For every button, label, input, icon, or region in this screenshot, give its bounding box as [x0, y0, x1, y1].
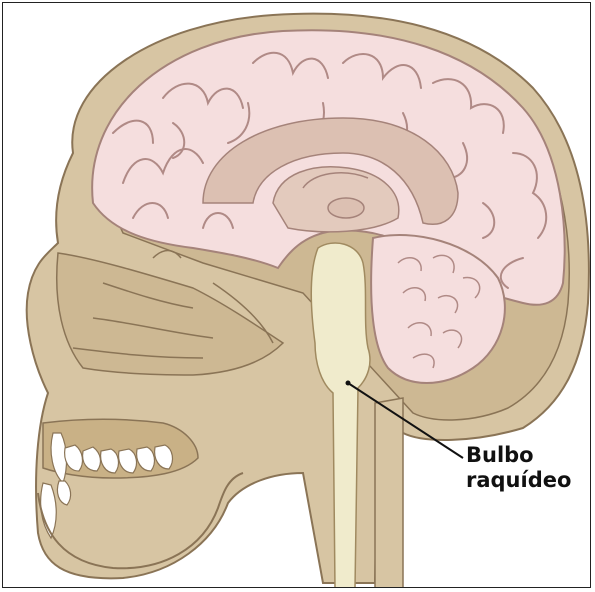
leader-dot — [346, 381, 351, 386]
label-line-2: raquídeo — [466, 468, 571, 492]
vertebral-column — [375, 398, 403, 588]
label-line-1: Bulbo — [466, 443, 534, 467]
head-sagittal-illustration — [3, 3, 591, 588]
fornix-oval — [328, 198, 364, 218]
figure-frame: Bulbo raquídeo — [2, 2, 591, 588]
